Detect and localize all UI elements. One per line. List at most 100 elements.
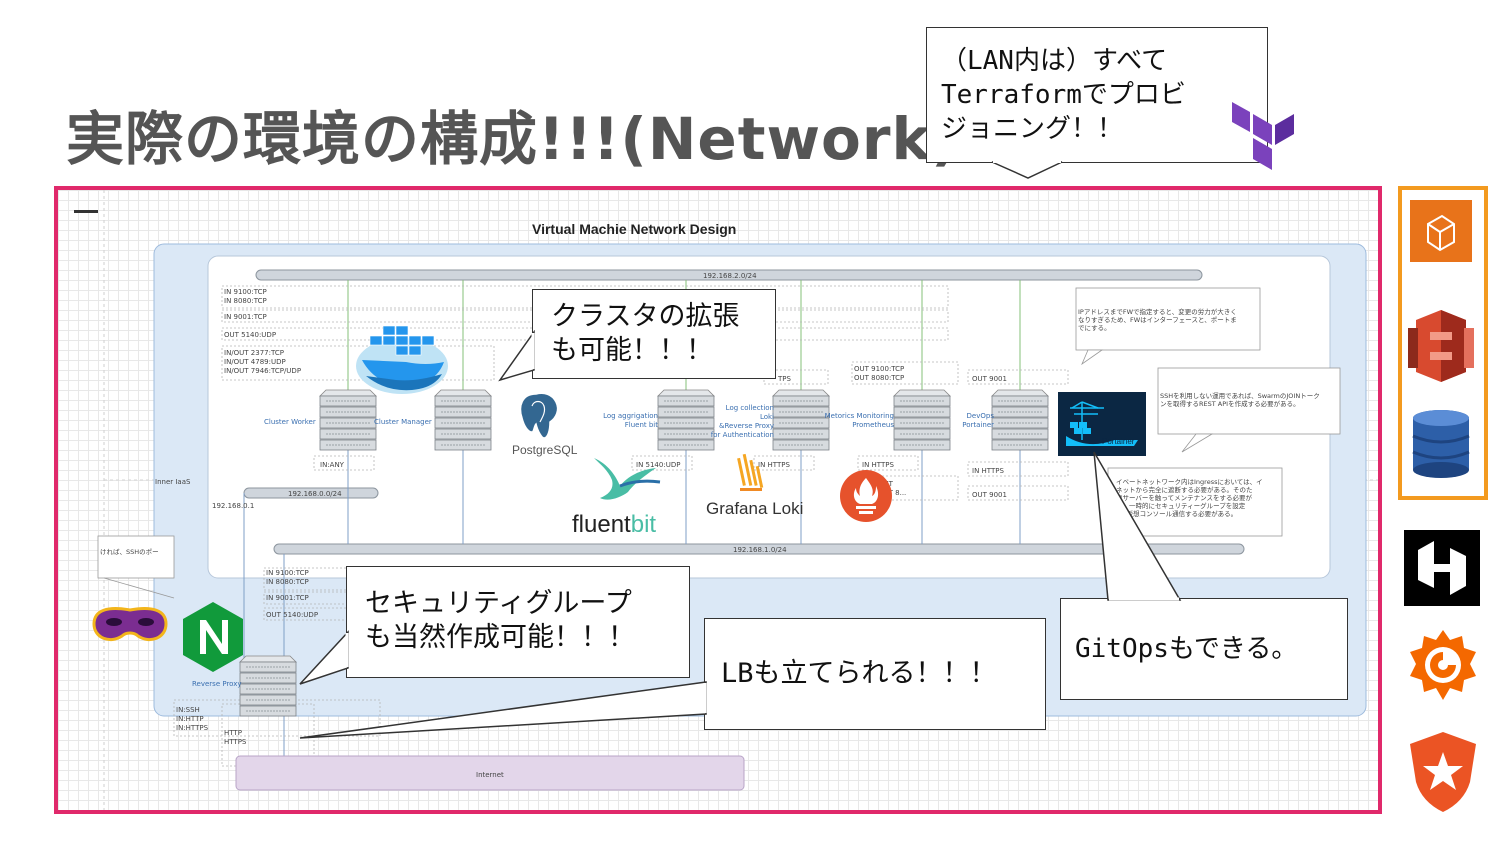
svg-text:IN:HTTPS: IN:HTTPS (176, 724, 209, 732)
svg-text:OUT 5140:UDP: OUT 5140:UDP (266, 611, 318, 619)
security-callout-tail (299, 630, 349, 685)
note-ip-text: IPアドレスまでFWで指定すると、変更の労力が大きく なりすぎるため、FWはイン… (1078, 308, 1237, 332)
port-in-https-a: IN HTTPS (758, 461, 790, 469)
diagram-title: Virtual Machie Network Design (532, 221, 736, 237)
label-log-collection: Log collection Loki &Reverse Proxy for A… (710, 404, 774, 439)
svg-text:HTTPS: HTTPS (224, 738, 247, 746)
svg-text:192.168.2.0/24: 192.168.2.0/24 (703, 272, 757, 280)
ports-top-left: IN 9100:TCP IN 8080:TCP IN 9001:TCP OUT … (224, 288, 301, 375)
svg-text:192.168.0.0/24: 192.168.0.0/24 (288, 490, 342, 498)
server-devops (991, 389, 1049, 451)
grafana-loki-icon: Grafana Loki (706, 453, 803, 518)
svg-text:HTTP: HTTP (224, 729, 242, 737)
postgresql-icon: PostgreSQL (512, 392, 578, 457)
cluster-callout-tail (498, 330, 535, 382)
security-callout: セキュリティグループ も当然作成可能！！！ (346, 566, 690, 678)
svg-text:fluentbit: fluentbit (572, 511, 656, 538)
cluster-callout: クラスタの拡張 も可能！！！ (532, 289, 776, 379)
svg-text:IN:SSH: IN:SSH (176, 706, 200, 714)
ports-bottom-left: IN 9100:TCP IN 8080:TCP IN 9001:TCP OUT … (266, 569, 318, 619)
port-in-https-c: IN HTTPS (972, 467, 1004, 475)
port-in-https-b: IN HTTPS (862, 461, 894, 469)
server-monitoring (893, 389, 951, 451)
note-private-text: イベートネットワーク内はIngressにおいては、イ ネットから完全に遮断する必… (1116, 478, 1263, 518)
gitops-callout-text: GitOpsもできる。 (1075, 634, 1298, 664)
lb-callout-tail (299, 681, 707, 739)
fluentbit-icon: fluentbit (572, 458, 661, 538)
lb-callout-text: LBも立てられる！！！ (721, 658, 997, 689)
port-tps: TPS (777, 375, 791, 383)
svg-text:Internet: Internet (476, 771, 504, 779)
server-cluster-manager (434, 389, 492, 451)
port-in-any: IN:ANY (320, 461, 345, 469)
svg-text:IN 9001:TCP: IN 9001:TCP (224, 313, 267, 321)
svg-text:IN/OUT 2377:TCP: IN/OUT 2377:TCP (224, 349, 284, 357)
cluster-callout-text: クラスタの拡張 も可能！！！ (551, 301, 740, 366)
nginx-icon (183, 602, 243, 672)
network-bar-0: 192.168.0.0/24 (243, 487, 379, 499)
svg-text:192.168.1.0/24: 192.168.1.0/24 (733, 546, 787, 554)
internet-box: Internet (235, 755, 745, 791)
gitops-callout-tail (1093, 451, 1182, 601)
aws-dynamodb-icon (1412, 410, 1470, 478)
hashicorp-icon (1404, 530, 1480, 606)
svg-text:IN 8080:TCP: IN 8080:TCP (224, 297, 267, 305)
server-log-aggregation (657, 389, 715, 451)
terraform-icon (1232, 102, 1294, 170)
svg-text:Grafana Loki: Grafana Loki (706, 499, 803, 518)
label-cluster-manager: Cluster Manager (374, 418, 432, 426)
page-title: 実際の環境の構成!!!(Network) (66, 105, 959, 173)
note-ssh (1157, 367, 1341, 453)
label-log-aggregation: Log aggrigation Fluent bit (603, 412, 658, 429)
server-cluster-worker (319, 389, 377, 451)
svg-text:IN 9100:TCP: IN 9100:TCP (266, 569, 309, 577)
label-cluster-worker: Cluster Worker (264, 418, 316, 426)
svg-text:IN 9001:TCP: IN 9001:TCP (266, 594, 309, 602)
port-out-9001-a: OUT 9001 (972, 375, 1007, 383)
svg-text:IN/OUT 4789:UDP: IN/OUT 4789:UDP (224, 358, 286, 366)
network-bar-1: 192.168.1.0/24 (273, 543, 1245, 555)
gateway-ip: 192.168.0.1 (212, 502, 254, 510)
terraform-callout-tail (991, 161, 1063, 179)
port-in-5140: IN 5140:UDP (636, 461, 680, 469)
server-reverse-proxy (239, 655, 297, 717)
label-reverse-proxy: Reverse Proxy (192, 680, 242, 688)
aws-lightsail-icon (1410, 200, 1472, 262)
network-bar-2: 192.168.2.0/24 (255, 269, 1203, 281)
auth0-icon (1410, 732, 1476, 812)
svg-text:Portainer: Portainer (1102, 437, 1135, 446)
mask-icon (92, 607, 168, 641)
terraform-callout: （LAN内は）すべて Terraformでプロビ ジョニング！！ (926, 27, 1268, 163)
svg-text:OUT 5140:UDP: OUT 5140:UDP (224, 331, 276, 339)
minimize-icon (74, 210, 98, 213)
svg-text:IN 9100:TCP: IN 9100:TCP (224, 288, 267, 296)
prometheus-icon (840, 470, 892, 522)
gitops-callout: GitOpsもできる。 (1060, 598, 1348, 700)
label-devops: DevOps Portainer (962, 412, 994, 429)
network-diagram: Virtual Machie Network Design Inner IaaS… (54, 186, 1382, 814)
note-left (97, 535, 175, 599)
aws-s3-icon (1408, 310, 1474, 382)
ports-proxy: IN:SSH IN:HTTP IN:HTTPS HTTP HTTPS (176, 706, 247, 746)
label-monitoring: Metorics Monitoring Prometheus (824, 412, 894, 429)
grafana-icon (1410, 630, 1476, 700)
port-out-8080: OUT 8080:TCP (854, 374, 904, 382)
svg-text:IN/OUT 7946:TCP/UDP: IN/OUT 7946:TCP/UDP (224, 367, 301, 375)
port-out-9001-b: OUT 9001 (972, 491, 1007, 499)
note-left-text: ければ、SSHのポー (100, 548, 159, 556)
lb-callout: LBも立てられる！！！ (704, 618, 1046, 730)
svg-text:IN 8080:TCP: IN 8080:TCP (266, 578, 309, 586)
svg-text:PostgreSQL: PostgreSQL (512, 443, 578, 457)
note-ssh-text: SSHを利用しない運用であれば、SwarmのJOINトーク ンを取得するREST… (1160, 392, 1320, 408)
server-stacks (239, 389, 1049, 717)
docker-icon (356, 325, 448, 394)
security-callout-text: セキュリティグループ も当然作成可能！！！ (365, 588, 635, 653)
port-out-partial-b: OUT 8... (878, 489, 906, 497)
inner-iaas-label: Inner IaaS (155, 478, 191, 486)
portainer-icon: Portainer (1058, 392, 1146, 456)
terraform-callout-text: （LAN内は）すべて Terraformでプロビ ジョニング！！ (941, 46, 1186, 144)
svg-text:IN:HTTP: IN:HTTP (176, 715, 204, 723)
port-out-9100: OUT 9100:TCP (854, 365, 904, 373)
server-log-collection (772, 389, 830, 451)
note-ip (1075, 287, 1261, 366)
